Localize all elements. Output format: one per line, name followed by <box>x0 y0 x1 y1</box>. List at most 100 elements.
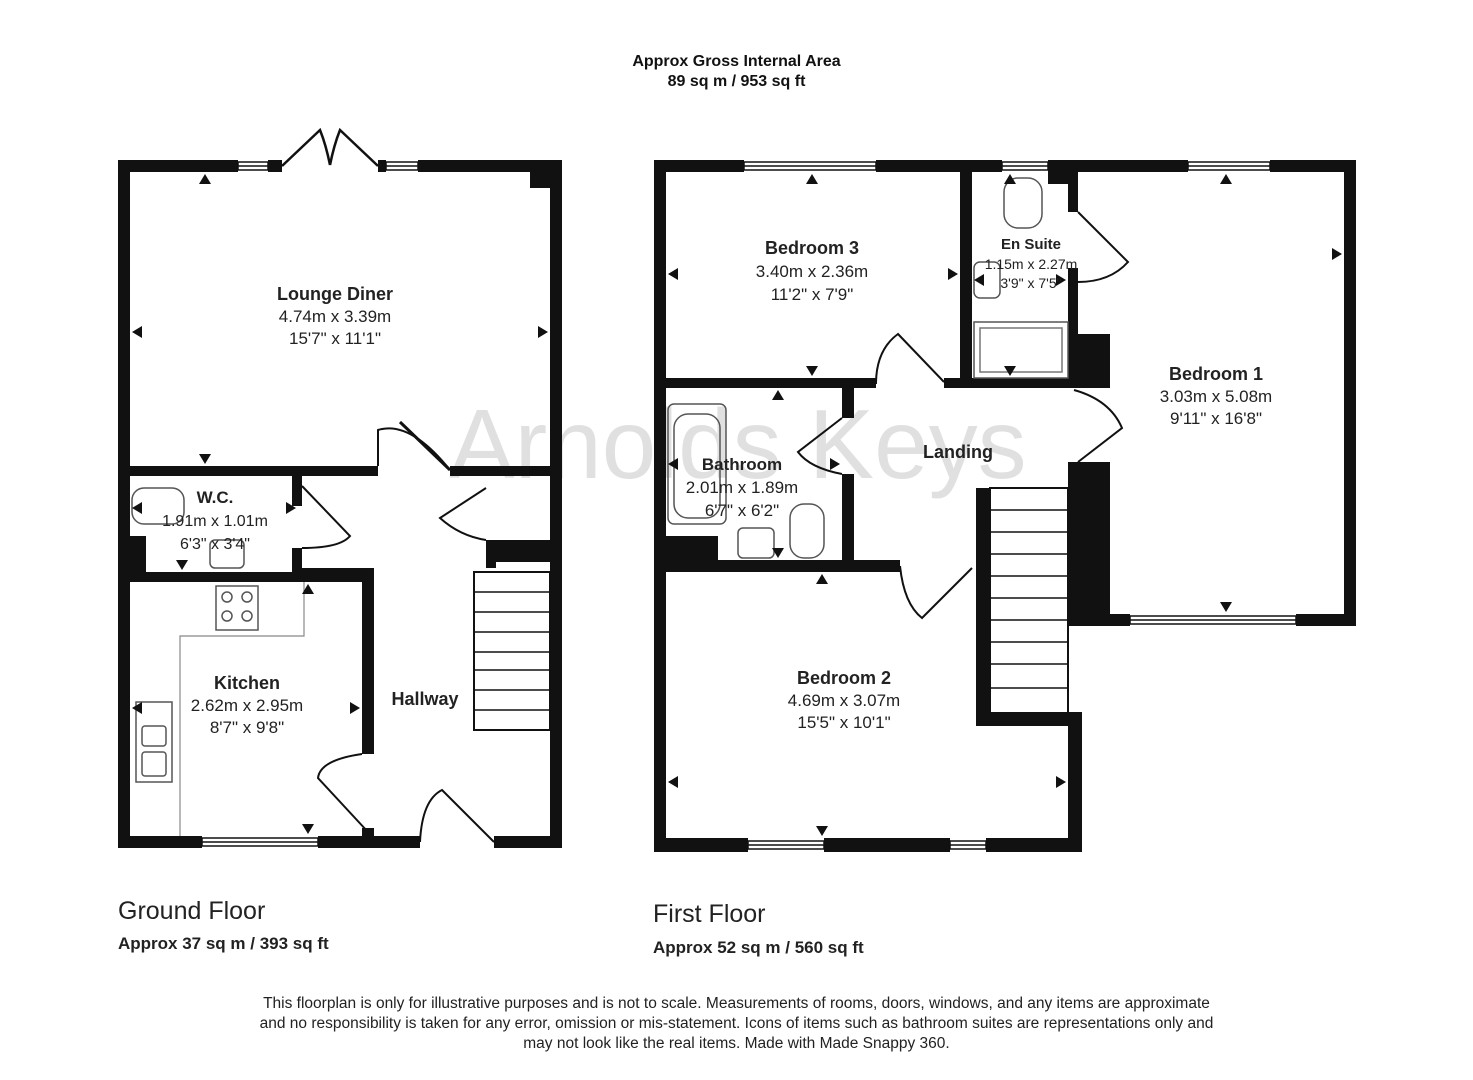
toilet <box>131 487 185 525</box>
bathroom-door <box>796 417 843 475</box>
ensuite-door <box>1077 211 1130 283</box>
shower-tray <box>973 321 1069 379</box>
wall <box>666 536 718 570</box>
kitchen-name: Kitchen <box>214 673 280 693</box>
bedroom1-metric: 3.03m x 5.08m <box>1160 387 1272 406</box>
wall <box>292 476 302 506</box>
wall <box>292 548 302 582</box>
wall <box>842 474 854 570</box>
french-doors <box>281 127 379 167</box>
wall <box>1078 334 1110 388</box>
bedroom2-imperial: 15'5" x 10'1" <box>797 713 890 732</box>
staircase <box>473 571 551 731</box>
wall <box>986 838 1082 852</box>
lounge-imperial: 15'7" x 11'1" <box>289 329 381 348</box>
lounge-metric: 4.74m x 3.39m <box>279 307 391 326</box>
wall <box>418 160 562 172</box>
door-leaf <box>398 420 452 472</box>
first-floor-title: First Floor <box>653 900 766 928</box>
wall <box>1344 160 1356 626</box>
wall <box>960 172 972 386</box>
watermark: Arnolds Keys <box>449 389 1026 499</box>
hob <box>215 585 259 631</box>
kitchen-door <box>316 753 369 833</box>
stair-treads <box>990 509 1068 689</box>
wall <box>550 160 562 848</box>
disclaimer: This floorplan is only for illustrative … <box>180 994 1293 1054</box>
wall <box>450 466 562 476</box>
ground-floor-plan <box>118 160 562 848</box>
ground-floor-openings <box>131 127 551 847</box>
bedroom3-metric: 3.40m x 2.36m <box>756 262 868 281</box>
wall <box>654 378 876 388</box>
stair-treads <box>474 591 550 711</box>
ground-floor-area: Approx 37 sq m / 393 sq ft <box>118 934 329 953</box>
bathroom-metric: 2.01m x 1.89m <box>686 478 798 497</box>
bathroom-imperial: 6'7" x 6'2" <box>705 501 779 520</box>
wall <box>1068 724 1082 852</box>
wc-metric: 1.91m x 1.01m <box>162 513 268 530</box>
wall <box>1078 160 1188 172</box>
wall <box>300 568 372 582</box>
bedroom3-imperial: 11'2" x 7'9" <box>771 285 854 304</box>
wall <box>362 568 374 754</box>
wall <box>486 540 562 562</box>
bedroom2-metric: 4.69m x 3.07m <box>788 691 900 710</box>
basin <box>737 527 775 559</box>
first-floor-area: Approx 52 sq m / 560 sq ft <box>653 938 864 957</box>
disclaimer-line-1: This floorplan is only for illustrative … <box>263 995 1210 1012</box>
first-floor-openings <box>667 161 1297 850</box>
staircase <box>989 487 1069 715</box>
gross-area-title: Approx Gross Internal Area <box>632 53 841 70</box>
wall <box>118 836 202 848</box>
wall <box>118 160 130 848</box>
wall <box>494 836 562 848</box>
wall <box>378 160 386 172</box>
first-floor-plan <box>654 160 1356 852</box>
bedroom1-door <box>1073 389 1124 463</box>
wall <box>976 712 1082 726</box>
wall <box>1068 172 1078 212</box>
wall <box>976 560 990 726</box>
wall <box>654 160 744 172</box>
wall <box>486 540 496 568</box>
wall <box>654 838 748 852</box>
cupboard-door <box>438 487 487 541</box>
wall <box>1068 268 1078 388</box>
wall <box>130 536 146 572</box>
gross-area-header: Approx Gross Internal Area 89 sq m / 953… <box>0 52 1473 92</box>
bedroom1-imperial: 9'11" x 16'8" <box>1170 409 1262 428</box>
wall <box>530 160 562 188</box>
wall <box>268 160 282 172</box>
ensuite-name: En Suite <box>1001 236 1061 253</box>
room-labels: Lounge Diner 4.74m x 3.39m 15'7" x 11'1"… <box>162 236 1272 737</box>
wall <box>118 160 238 172</box>
wall <box>1068 462 1110 626</box>
wall <box>1296 614 1356 626</box>
bedroom2-name: Bedroom 2 <box>797 668 891 688</box>
wall <box>118 466 378 476</box>
wall <box>976 488 990 568</box>
wall <box>1270 160 1356 172</box>
sink <box>135 701 173 783</box>
wc-imperial: 6'3" x 3'4" <box>180 536 250 553</box>
wall <box>654 160 666 852</box>
toilet <box>789 503 825 559</box>
wall <box>824 838 950 852</box>
wall <box>118 572 308 582</box>
landing-name: Landing <box>923 442 993 462</box>
bedroom1-name: Bedroom 1 <box>1169 364 1263 384</box>
wall <box>842 388 854 418</box>
front-door <box>419 788 495 843</box>
wall <box>362 828 374 840</box>
wc-name: W.C. <box>197 488 234 507</box>
kitchen-imperial: 8'7" x 9'8" <box>210 718 284 737</box>
wall <box>346 466 378 476</box>
ground-floor-title: Ground Floor <box>118 897 266 925</box>
bathroom-name: Bathroom <box>702 455 782 474</box>
lounge-name: Lounge Diner <box>277 284 393 304</box>
bedroom2-door <box>899 565 973 620</box>
wc-door <box>301 485 352 549</box>
worktop <box>179 582 305 836</box>
